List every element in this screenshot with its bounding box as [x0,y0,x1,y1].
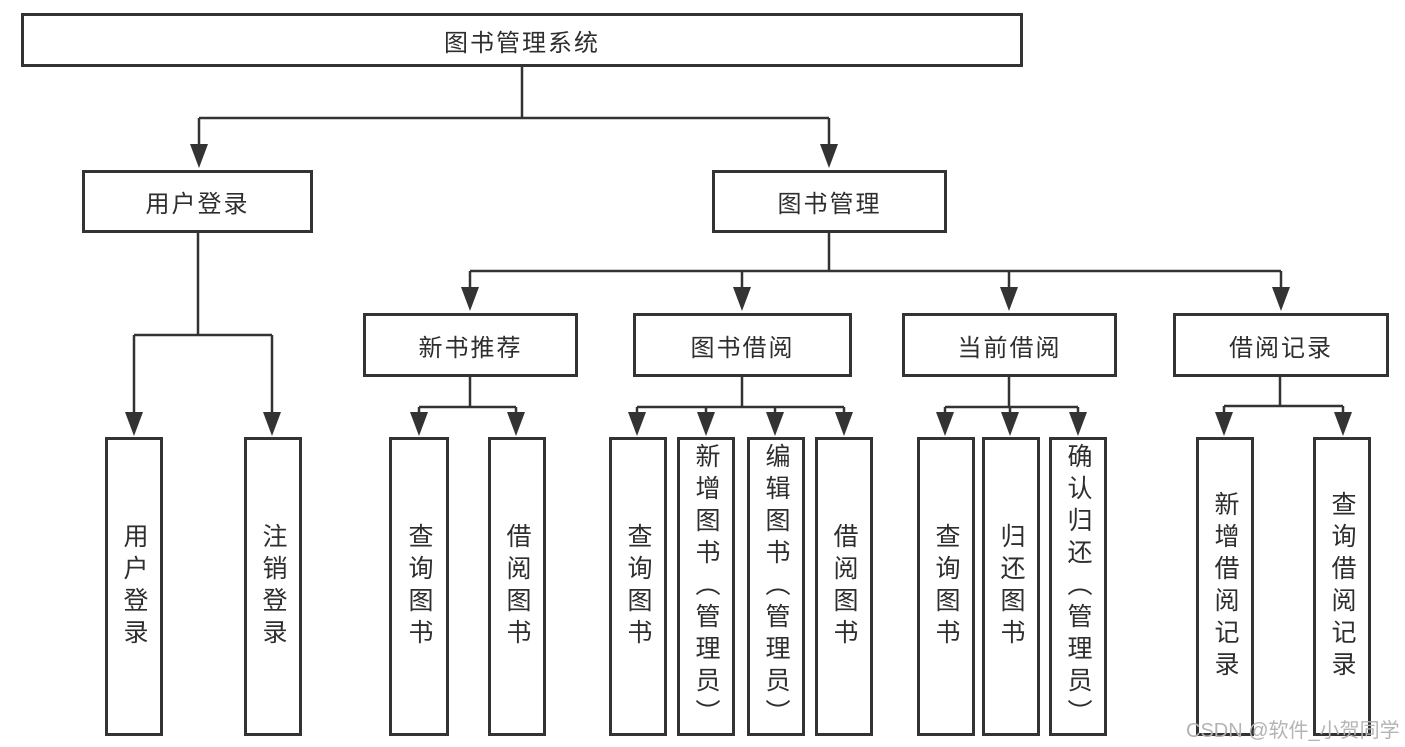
leaf-borrow-books: 借阅图书 [815,437,873,736]
node-book-management: 图书管理 [712,170,947,233]
leaf-query-books-recommend: 查询图书 [389,437,449,736]
leaf-borrow-books-recommend: 借阅图书 [488,437,546,736]
leaf-add-books-admin: 新增图书（管理员） [677,437,735,736]
node-current-borrow: 当前借阅 [902,313,1117,377]
leaf-logout-login: 注销登录 [244,437,302,736]
node-new-book-recommend: 新书推荐 [363,313,578,377]
leaf-user-login: 用户登录 [105,437,163,736]
node-book-borrow: 图书借阅 [633,313,852,377]
leaf-add-borrow-record: 新增借阅记录 [1196,437,1254,736]
leaf-return-books: 归还图书 [982,437,1040,736]
node-library-management-system: 图书管理系统 [21,13,1023,67]
leaf-edit-books-admin: 编辑图书（管理员） [747,437,805,736]
node-user-login: 用户登录 [82,170,313,233]
csdn-watermark: CSDN @软件_小贺同学 [1186,720,1400,742]
leaf-query-borrow-record: 查询借阅记录 [1313,437,1371,736]
leaf-confirm-return-admin: 确认归还（管理员） [1049,437,1107,736]
node-borrow-records: 借阅记录 [1173,313,1389,377]
leaf-query-books-borrow: 查询图书 [609,437,667,736]
leaf-query-books-current: 查询图书 [917,437,975,736]
